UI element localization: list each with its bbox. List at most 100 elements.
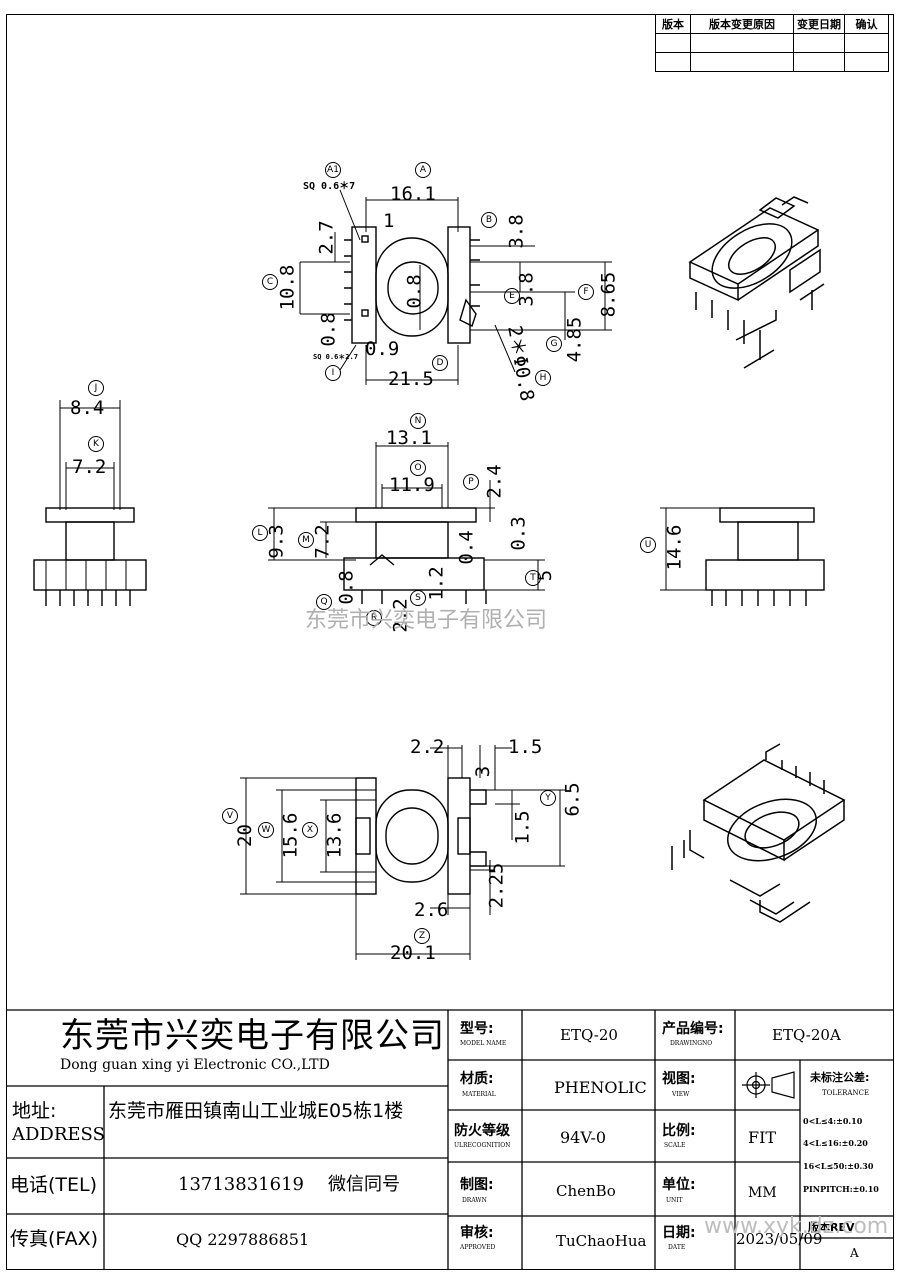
dim-m: 7.2: [311, 524, 334, 559]
dim-c27: 2.7: [315, 220, 338, 255]
dim-x: 13.6: [323, 812, 346, 859]
dim-b15: 1.5: [508, 736, 543, 758]
label-a: A: [415, 162, 431, 178]
model-label: 型号:: [460, 1021, 494, 1037]
wechat-note: 微信同号: [328, 1174, 400, 1195]
isometric-bottom: [671, 743, 846, 923]
dim-q04: 0.4: [455, 530, 478, 565]
address-label: 地址:: [12, 1100, 57, 1122]
approved-value: TuChaoHua: [556, 1232, 647, 1250]
material-value: PHENOLIC: [554, 1078, 647, 1097]
left-side-view: [33, 507, 147, 606]
dim-f: 8.65: [597, 271, 620, 318]
rev-header-reason: 版本变更原因: [690, 14, 794, 34]
watermark: 东莞市兴奕电子有限公司: [305, 608, 548, 633]
dim-e: 3.8: [515, 272, 538, 307]
top-view-bobbin: [344, 226, 480, 344]
bottom-view: [355, 777, 487, 895]
label-o: O: [410, 460, 426, 476]
label-h: H: [535, 370, 551, 386]
view-label-en: VIEW: [672, 1091, 690, 1098]
dim-sq-top: SQ 0.6＊7: [303, 181, 356, 192]
approved-label: 审核:: [460, 1225, 494, 1241]
dim-g: 4.85: [563, 316, 586, 363]
dim-a: 16.1: [390, 183, 436, 205]
scale-label-en: SCALE: [664, 1142, 686, 1149]
revision-table: 版本 版本变更原因 变更日期 确认: [655, 14, 889, 72]
label-n: N: [410, 413, 426, 429]
label-a1: A1: [325, 162, 341, 178]
company-name-cn: 东莞市兴奕电子有限公司: [60, 1016, 445, 1056]
dim-o: 11.9: [389, 474, 435, 496]
address: 东莞市雁田镇南山工业城E05栋1楼: [108, 1100, 404, 1122]
dim-b26: 2.6: [414, 899, 449, 921]
flame-label: 防火等级: [454, 1123, 510, 1139]
dim-b225: 2.25: [485, 862, 508, 909]
label-e: E: [504, 288, 520, 304]
drawingno-value: ETQ-20A: [772, 1026, 841, 1044]
drawing-frame: [6, 14, 894, 1270]
dim-z: 20.1: [390, 942, 436, 964]
drawn-label-en: DRAWN: [462, 1197, 487, 1204]
approved-label-en: APPROVED: [460, 1244, 496, 1251]
label-f: F: [578, 284, 594, 300]
dim-l: 9.3: [265, 524, 288, 559]
dim-j: 8.4: [70, 397, 105, 419]
model-value: ETQ-20: [560, 1026, 618, 1044]
dim-q: 0.8: [335, 570, 358, 605]
company-name-en: Dong guan xing yi Electronic CO.,LTD: [60, 1057, 330, 1073]
date-label: 日期:: [662, 1225, 696, 1241]
material-label: 材质:: [460, 1071, 494, 1087]
dim-sq-bottom: SQ 0.6＊2.7: [313, 353, 358, 361]
address-label-en: ADDRESS: [12, 1124, 105, 1145]
front-view: [343, 507, 487, 604]
flame-label-en: ULRECOGNITION: [454, 1142, 511, 1149]
material-label-en: MATERIAL: [462, 1091, 496, 1098]
dim-b15b: 1.5: [511, 810, 534, 845]
tolerance-3: 16<L≤50:±0.30: [803, 1161, 874, 1171]
tolerance-1: 0<L≤4:±0.10: [803, 1116, 863, 1126]
view-label: 视图:: [662, 1071, 696, 1087]
label-j: J: [88, 380, 104, 396]
date-value: 2023/05/09: [736, 1230, 823, 1248]
label-i: I: [325, 365, 341, 381]
unit-label: 单位:: [662, 1177, 696, 1193]
tel-label: 电话(TEL): [10, 1174, 98, 1196]
dim-c: 10.8: [276, 264, 299, 311]
dim-b: 3.8: [505, 214, 528, 249]
isometric-top: [688, 196, 825, 369]
label-x: X: [302, 822, 318, 838]
dim-d: 21.5: [388, 368, 434, 390]
right-side-view: [705, 507, 825, 606]
dim-b3: 3: [472, 765, 495, 778]
dim-n: 13.1: [386, 427, 432, 449]
revision-label: 版本REV: [808, 1221, 855, 1234]
dim-v: 20: [233, 824, 256, 847]
label-c: C: [262, 274, 278, 290]
label-z: Z: [414, 928, 430, 944]
scale-label: 比例:: [662, 1123, 696, 1139]
flame-value: 94V-0: [560, 1128, 607, 1147]
tolerance-2: 4<L≤16:±0.20: [803, 1138, 868, 1148]
label-s: S: [410, 590, 426, 606]
tolerance-title-en: TOLERANCE: [822, 1089, 870, 1097]
label-p: P: [463, 474, 479, 490]
drawn-value: ChenBo: [556, 1182, 616, 1200]
label-k: K: [88, 436, 104, 452]
projection-symbol: [742, 1071, 795, 1099]
dim-y: 6.5: [561, 782, 584, 817]
label-y: Y: [540, 790, 556, 806]
tel: 13713831619: [178, 1174, 304, 1195]
label-v: V: [222, 808, 238, 824]
dim-u: 14.6: [663, 524, 686, 571]
label-u: U: [640, 537, 656, 553]
label-w: W: [258, 822, 274, 838]
dim-d08a: 0.8: [403, 274, 426, 309]
dim-one: 1: [383, 210, 395, 232]
unit-label-en: UNIT: [666, 1197, 683, 1204]
label-t: T: [525, 570, 541, 586]
unit-value: MM: [748, 1185, 777, 1201]
tolerance-title: 未标注公差:: [810, 1071, 870, 1084]
dim-h: 0.9: [365, 338, 400, 360]
